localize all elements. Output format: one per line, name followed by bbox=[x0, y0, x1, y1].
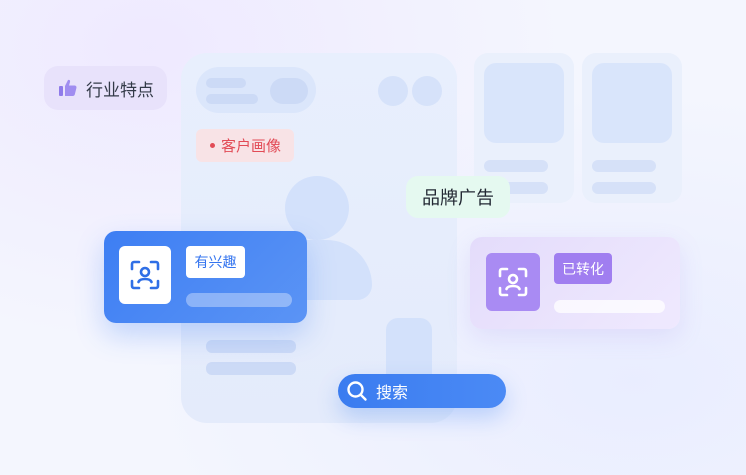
thumbs-up-icon bbox=[58, 78, 78, 98]
converted-label: 已转化 bbox=[562, 261, 604, 278]
face-scan-icon bbox=[129, 259, 161, 291]
phone-header-line bbox=[206, 94, 258, 104]
converted-icon-box bbox=[486, 253, 540, 311]
bullet-dot bbox=[210, 143, 215, 148]
interested-card[interactable]: 有兴趣 bbox=[104, 231, 307, 323]
phone-avatar-dot bbox=[378, 76, 408, 106]
interested-label: 有兴趣 bbox=[194, 255, 237, 271]
placeholder-line bbox=[592, 182, 656, 194]
search-icon bbox=[346, 380, 368, 402]
industry-feature-tag: 行业特点 bbox=[44, 66, 167, 110]
customer-portrait-label: 客户画像 bbox=[221, 137, 282, 155]
placeholder-image bbox=[484, 63, 564, 143]
interested-icon-box bbox=[119, 246, 171, 304]
user-silhouette-head bbox=[285, 176, 349, 240]
industry-feature-label: 行业特点 bbox=[86, 80, 154, 101]
face-scan-icon bbox=[497, 266, 529, 298]
interested-badge: 有兴趣 bbox=[186, 246, 245, 278]
converted-placeholder-line bbox=[554, 300, 665, 313]
placeholder-image bbox=[592, 63, 672, 143]
phone-header-button bbox=[270, 78, 308, 104]
placeholder-line bbox=[592, 160, 656, 172]
interested-placeholder-line bbox=[186, 293, 292, 307]
placeholder-line bbox=[484, 160, 548, 172]
phone-header-line bbox=[206, 78, 246, 88]
search-bar[interactable]: 搜索 bbox=[338, 374, 506, 408]
converted-card[interactable]: 已转化 bbox=[470, 237, 680, 329]
brand-ad-tag: 品牌广告 bbox=[406, 176, 510, 218]
phone-avatar-dot bbox=[412, 76, 442, 106]
customer-portrait-tag: 客户画像 bbox=[196, 129, 294, 162]
brand-ad-label: 品牌广告 bbox=[422, 188, 494, 209]
phone-text-line bbox=[206, 362, 296, 375]
phone-text-line bbox=[206, 340, 296, 353]
converted-badge: 已转化 bbox=[554, 253, 612, 284]
search-label: 搜索 bbox=[376, 383, 409, 402]
